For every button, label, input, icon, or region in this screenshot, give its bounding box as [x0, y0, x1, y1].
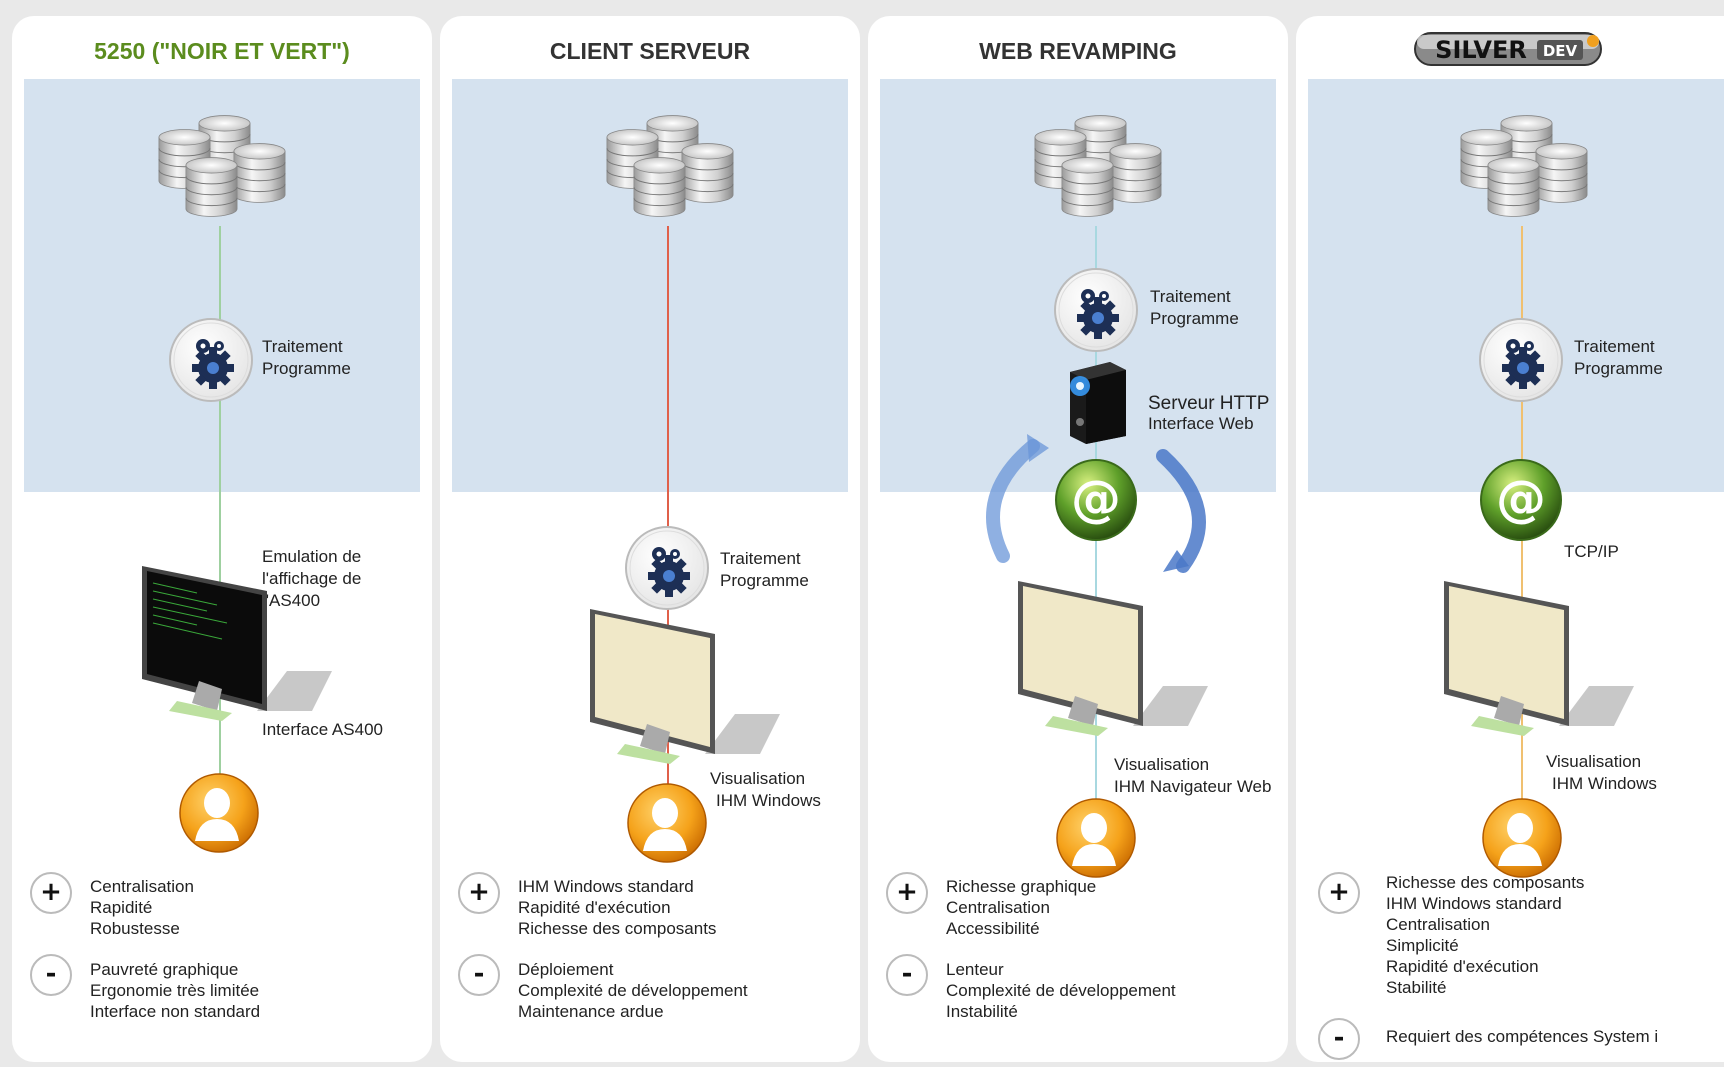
user-icon	[1482, 798, 1562, 878]
database-icon	[158, 115, 286, 217]
minus-icon: -	[1318, 1018, 1360, 1060]
gear-icon	[625, 526, 709, 610]
user-icon	[1056, 798, 1136, 878]
minus-icon: -	[458, 954, 500, 996]
plus-icon: +	[30, 872, 72, 914]
at-sign-icon	[1480, 459, 1562, 541]
monitor-icon	[590, 609, 780, 764]
user-icon	[627, 783, 707, 863]
gear-icon	[1479, 318, 1563, 402]
minus-icon: -	[886, 954, 928, 996]
user-icon	[179, 773, 259, 853]
refresh-arrows-icon	[986, 434, 1206, 573]
tcpip-label: TCP/IP	[1564, 542, 1619, 561]
database-icon	[1460, 115, 1588, 217]
database-icon	[606, 115, 734, 217]
monitor-icon	[141, 565, 333, 722]
silverdev-logo: SILVER DEV	[1414, 32, 1602, 66]
database-icon	[1034, 115, 1162, 217]
at-sign-icon	[1055, 459, 1137, 541]
plus-icon: +	[1318, 872, 1360, 914]
monitor-icon	[1018, 581, 1208, 736]
plus-icon: +	[886, 872, 928, 914]
connection-line	[219, 226, 221, 806]
monitor-icon	[1444, 581, 1634, 736]
panel-title: 5250 ("NOIR ET VERT")	[94, 38, 350, 64]
server-icon	[1070, 362, 1126, 444]
svg-text:SILVER: SILVER	[1435, 36, 1527, 64]
minus-icon: -	[30, 954, 72, 996]
interface-label: Interface AS400	[262, 720, 383, 739]
panel-title: CLIENT SERVEUR	[549, 38, 751, 64]
plus-icon: +	[458, 872, 500, 914]
gear-icon	[1054, 268, 1138, 352]
connection-line	[667, 226, 669, 806]
disadvantages-list: Requiert des compétences System i	[1386, 1027, 1659, 1046]
panel-title: WEB REVAMPING	[979, 38, 1177, 64]
svg-text:DEV: DEV	[1543, 42, 1578, 60]
gear-icon	[169, 318, 253, 402]
